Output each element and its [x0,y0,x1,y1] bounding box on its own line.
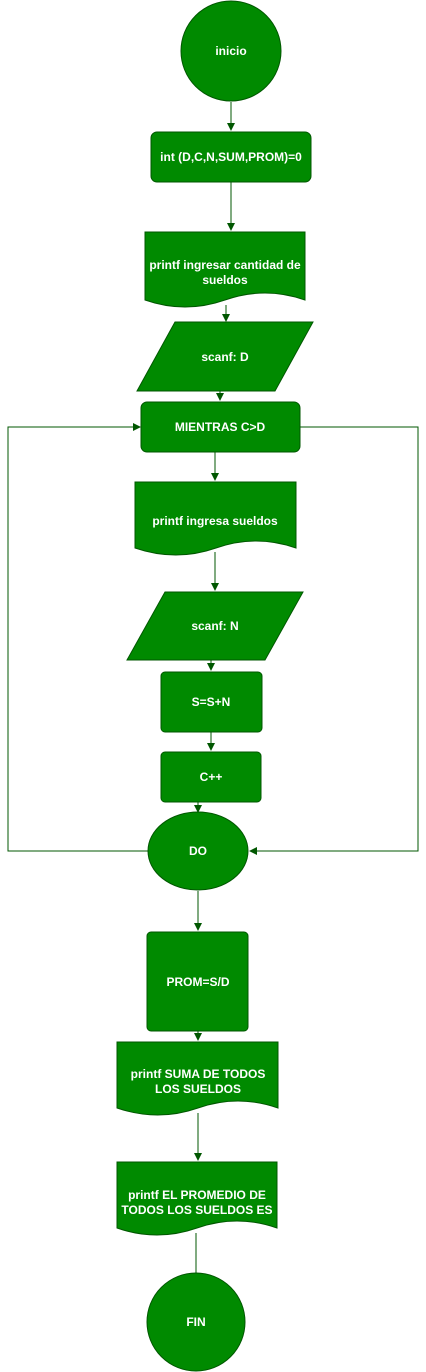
node-prompt-count-label-1: printf ingresar cantidad de [149,258,301,272]
node-print-avg[interactable]: printf EL PROMEDIO DE TODOS LOS SUELDOS … [116,1161,278,1236]
node-print-sum-label-1: printf SUMA DE TODOS [131,1067,266,1081]
node-read-n-label: scanf: N [191,619,238,633]
node-fin-label: FIN [186,1315,205,1329]
node-inicio[interactable]: inicio [180,0,282,102]
node-do[interactable]: DO [147,811,249,891]
node-read-d-label: scanf: D [201,350,249,364]
node-prompt-salary[interactable]: printf ingresa sueldos [134,481,297,556]
node-print-avg-label-2: TODOS LOS SUELDOS ES [121,1203,272,1217]
node-increment[interactable]: C++ [160,751,262,803]
node-print-sum[interactable]: printf SUMA DE TODOS LOS SUELDOS [116,1041,279,1116]
node-fin[interactable]: FIN [146,1272,246,1372]
node-prompt-salary-label: printf ingresa sueldos [152,514,278,528]
node-do-label: DO [189,844,207,858]
node-increment-label: C++ [200,770,223,784]
node-declare[interactable]: int (D,C,N,SUM,PROM)=0 [150,131,312,183]
node-prompt-count-label-2: sueldos [202,273,248,287]
node-average[interactable]: PROM=S/D [146,931,249,1032]
node-print-sum-label-2: LOS SUELDOS [155,1082,241,1096]
node-read-n[interactable]: scanf: N [126,591,304,661]
node-average-label: PROM=S/D [166,975,229,989]
node-loop-label: MIENTRAS C>D [175,420,266,434]
node-read-d[interactable]: scanf: D [136,321,314,392]
node-prompt-count[interactable]: printf ingresar cantidad de sueldos [144,231,306,308]
edge-do-back-to-loop [7,423,148,852]
node-declare-label: int (D,C,N,SUM,PROM)=0 [160,150,302,164]
node-print-avg-label-1: printf EL PROMEDIO DE [128,1188,266,1202]
node-accumulate-label: S=S+N [192,695,231,709]
node-accumulate[interactable]: S=S+N [160,671,263,733]
node-loop[interactable]: MIENTRAS C>D [140,401,301,453]
edges [7,102,419,1283]
node-inicio-label: inicio [215,44,246,58]
edge-loop-exit-to-do [249,426,419,855]
